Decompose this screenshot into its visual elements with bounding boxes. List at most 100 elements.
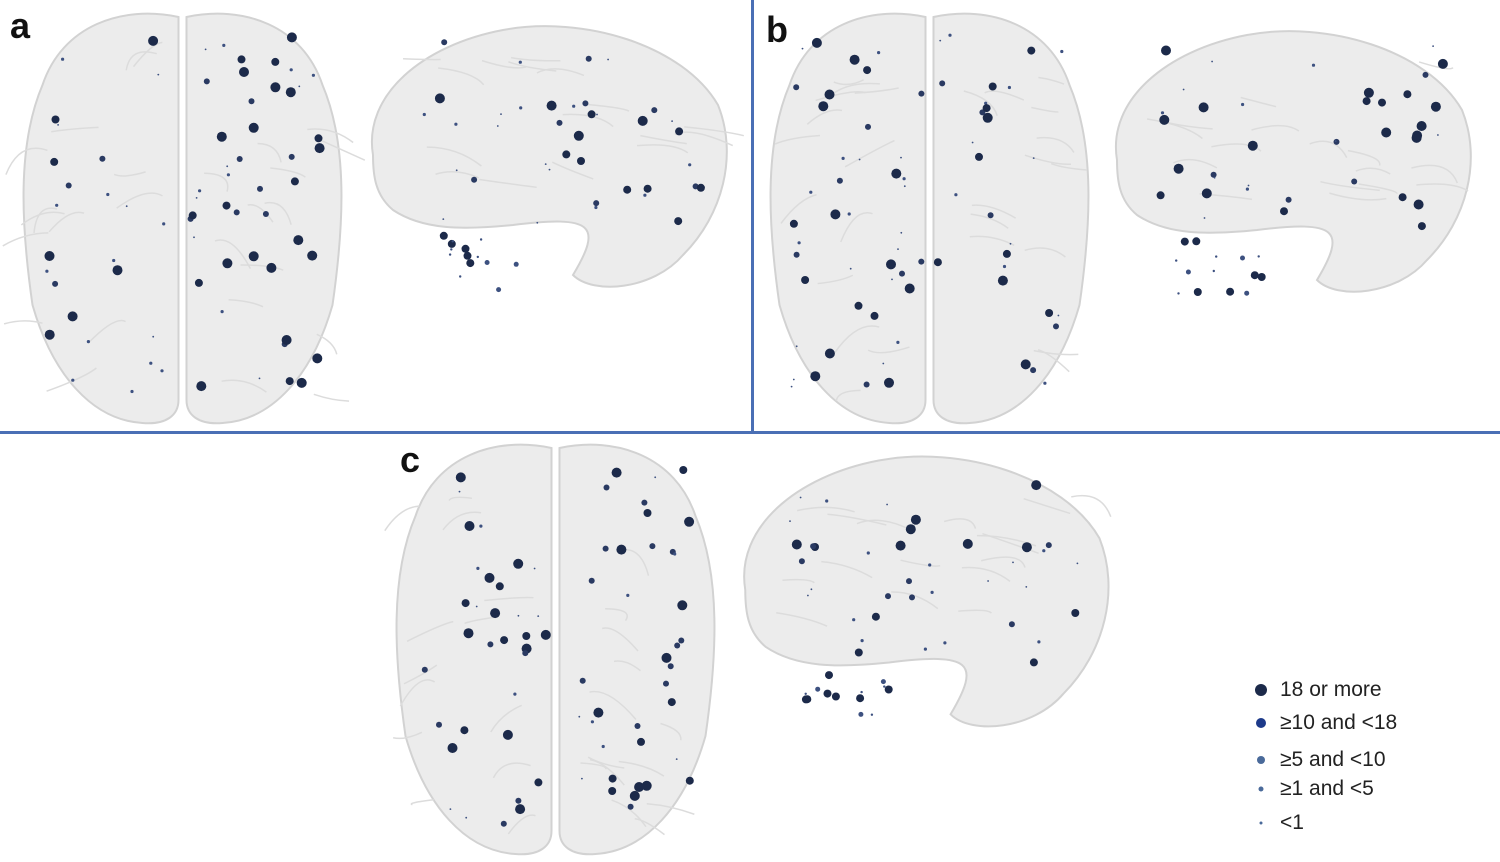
brain-node — [987, 212, 994, 219]
gyrus-line — [490, 704, 522, 733]
brain-node — [930, 590, 934, 594]
brain-node — [448, 253, 452, 256]
brain-node — [1012, 561, 1014, 564]
gyrus-line — [833, 79, 864, 86]
brain-node — [1175, 259, 1178, 262]
gyrus-line — [1024, 154, 1072, 166]
brain-node — [540, 629, 551, 640]
gyrus-line — [20, 211, 65, 226]
gyrus-line — [87, 319, 126, 344]
gyrus-line — [1320, 180, 1380, 192]
brain-node — [825, 671, 833, 680]
brain-node — [1240, 255, 1245, 261]
brain-node — [484, 260, 490, 265]
brain-node — [684, 516, 695, 527]
brain-node — [460, 726, 469, 735]
brain-node — [572, 104, 576, 108]
brain-node — [1037, 640, 1041, 644]
brain-node — [904, 283, 915, 294]
sagittal-hemisphere-icon — [370, 25, 728, 288]
gyrus-line — [583, 103, 630, 112]
brain-node — [257, 185, 263, 192]
gyrus-line — [796, 506, 855, 513]
brain-node — [258, 377, 261, 380]
brain-node — [451, 240, 454, 243]
brain-node — [1201, 188, 1212, 199]
legend-label: ≥10 and <18 — [1280, 711, 1398, 734]
brain-node — [285, 377, 294, 386]
gyrus-line — [1347, 149, 1381, 166]
brain-node — [870, 713, 874, 716]
brain-node — [1416, 121, 1427, 131]
gyrus-line — [1033, 349, 1079, 356]
brain-node — [836, 177, 843, 184]
brain-node — [270, 82, 281, 93]
brain-node — [641, 780, 652, 791]
brain-node — [883, 685, 886, 688]
gyrus-line — [1411, 164, 1459, 184]
brain-node — [1177, 292, 1180, 295]
gyrus-line — [618, 760, 665, 777]
brain-node — [454, 122, 458, 126]
brain-node — [519, 106, 523, 110]
brain-node — [1002, 249, 1011, 258]
brain-node — [1412, 130, 1423, 141]
brain-node — [611, 467, 622, 478]
vertical-divider — [751, 0, 754, 433]
brain-node — [522, 632, 531, 640]
brain-node — [513, 558, 524, 569]
brain-node — [582, 100, 589, 107]
gyrus-line — [1309, 140, 1348, 158]
gyrus-line — [963, 90, 998, 116]
gyrus-line — [1036, 136, 1075, 153]
brain-node — [1045, 309, 1054, 317]
brain-node — [858, 158, 861, 161]
brain-node — [1002, 264, 1007, 269]
brain-node — [1213, 176, 1216, 179]
gyrus-line — [313, 393, 350, 402]
brain-node — [162, 222, 166, 226]
legend-item-10-to-18: ≥10 and <18 — [1250, 709, 1397, 737]
brain-node — [891, 168, 902, 179]
brain-node — [602, 545, 609, 552]
gyrus-line — [264, 201, 292, 225]
gyrus-line — [970, 213, 1009, 229]
brain-node — [1009, 242, 1012, 245]
gyrus-line — [406, 620, 454, 642]
brain-node — [1060, 49, 1064, 54]
brain-node — [533, 567, 536, 570]
gyrus-line — [589, 758, 625, 786]
gyrus-line — [113, 171, 146, 177]
brain-node — [479, 238, 483, 241]
brain-node — [449, 808, 452, 810]
brain-node — [1043, 381, 1047, 385]
brain-node — [830, 209, 841, 220]
gyrus-line — [442, 511, 482, 531]
brain-node — [148, 35, 159, 46]
brain-node — [289, 68, 293, 72]
brain-node — [455, 472, 466, 483]
gyrus-line — [613, 660, 641, 672]
brain-node — [157, 73, 160, 76]
brain-node — [195, 197, 198, 199]
legend-item-less-than-1: <1 — [1250, 809, 1304, 837]
panel-label-a: a — [10, 5, 31, 46]
gyrus-line — [636, 144, 689, 154]
brain-node — [984, 101, 988, 105]
brain-node — [1417, 222, 1426, 231]
brain-node — [248, 98, 255, 105]
brain-node — [939, 80, 946, 87]
brain-node — [858, 711, 864, 717]
brain-node — [55, 203, 59, 207]
panel-c-sagittal-brain — [743, 455, 1112, 728]
brain-node — [651, 107, 658, 114]
brain-node — [603, 484, 610, 491]
gyrus-line — [438, 67, 485, 86]
brain-node — [675, 127, 684, 136]
brain-node — [607, 58, 609, 61]
brain-node — [513, 692, 517, 696]
brain-node — [882, 362, 885, 365]
brain-node — [112, 258, 116, 263]
brain-node — [797, 241, 801, 245]
brain-node — [634, 782, 645, 792]
